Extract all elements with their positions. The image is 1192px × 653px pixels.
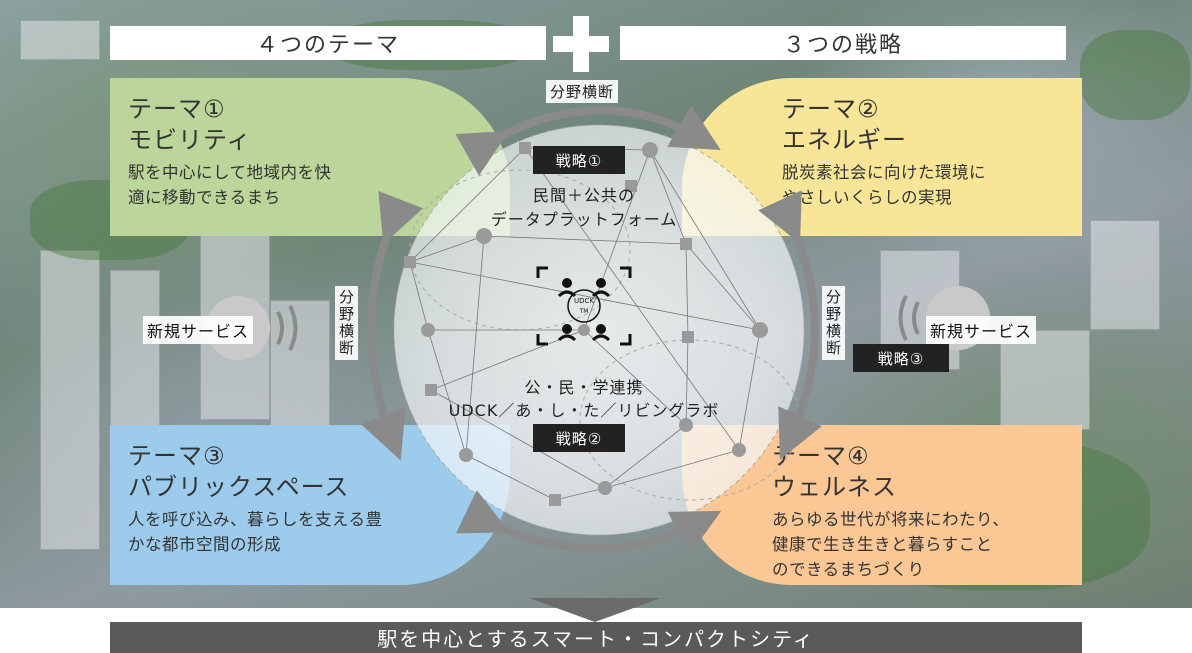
strategy-1-line-1: 民間＋公共の [532, 186, 635, 205]
top-curved-arrow [455, 105, 721, 176]
theme-1-mobility-card: テーマ① モビリティ 駅を中心にして地域内を快 適に移動できるまち [110, 78, 510, 236]
strategy-1-line-2: データプラットフォーム [490, 210, 678, 229]
theme-4-desc-line: のできるまちづくり [772, 560, 925, 579]
strategy-2-badge: 戦略② [533, 424, 625, 452]
right-curved-arrow [758, 190, 822, 460]
theme-4-name: ウェルネス [772, 473, 897, 501]
cross-field-arrows [360, 105, 822, 555]
strategy-2-line-1: 公・民・学連携 [524, 378, 644, 397]
theme-3-description: 人を呼び込み、暮らしを支える豊 かな都市空間の形成 [128, 507, 492, 557]
theme-2-desc-line: 脱炭素社会に向けた環境に [782, 163, 986, 182]
svg-text:TM: TM [579, 308, 589, 315]
theme-1-description: 駅を中心にして地域内を快 適に移動できるまち [128, 160, 492, 210]
theme-1-title: テーマ① [128, 95, 226, 123]
cross-field-label-top: 分野横断 [546, 80, 619, 103]
four-themes-banner: ４つのテーマ [110, 26, 546, 60]
svg-text:UDCK: UDCK [574, 297, 594, 305]
theme-3-desc-line: 人を呼び込み、暮らしを支える豊 [128, 510, 383, 529]
smart-compact-city-bar: 駅を中心とするスマート・コンパクトシティ [110, 622, 1082, 653]
new-service-label-left: 新規サービス [143, 316, 254, 344]
theme-2-description: 脱炭素社会に向けた環境に やさしいくらしの実現 [782, 160, 1064, 210]
theme-2-desc-line: やさしいくらしの実現 [782, 188, 952, 207]
theme-1-desc-line: 駅を中心にして地域内を快 [128, 163, 332, 182]
theme-2-title: テーマ② [782, 95, 880, 123]
theme-4-desc-line: 健康で生き生きと暮らすこと [772, 535, 993, 554]
three-strategies-banner: ３つの戦略 [620, 26, 1066, 60]
theme-3-title: テーマ③ [128, 442, 226, 470]
strategy-2-line-2: UDCK／あ・し・た／リビングラボ [448, 401, 720, 420]
cross-field-label-right: 分野横断 [822, 286, 845, 360]
cross-field-label-left: 分野横断 [335, 286, 358, 360]
strategy-1-badge: 戦略① [533, 146, 625, 174]
left-curved-arrow [360, 190, 424, 461]
theme-1-name: モビリティ [128, 126, 252, 154]
theme-4-description: あらゆる世代が将来にわたり、 健康で生き生きと暮らすこと のできるまちづくり [772, 507, 1064, 582]
theme-3-name: パブリックスペース [128, 473, 350, 501]
new-service-label-right: 新規サービス [926, 316, 1037, 344]
plus-icon [553, 16, 609, 72]
theme-4-desc-line: あらゆる世代が将来にわたり、 [772, 510, 1010, 529]
theme-3-desc-line: かな都市空間の形成 [128, 535, 281, 554]
udck-logo-icon: UDCK TM [536, 266, 632, 346]
strategy-3-badge: 戦略③ [853, 344, 949, 372]
bottom-curved-arrow [456, 490, 722, 555]
theme-2-name: エネルギー [782, 126, 907, 154]
theme-1-desc-line: 適に移動できるまち [128, 188, 281, 207]
